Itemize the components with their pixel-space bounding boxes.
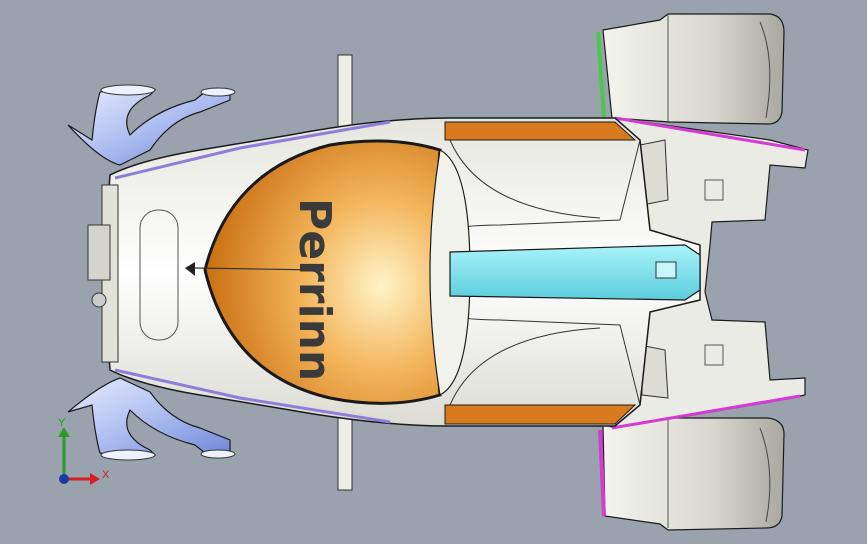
sidepod-lower[interactable]	[444, 404, 637, 425]
axis-triad: Y X	[58, 417, 110, 485]
model-logo: Perrinn	[289, 198, 340, 381]
fuel-tank[interactable]	[449, 244, 701, 301]
sidepod-upper[interactable]	[444, 121, 637, 141]
y-axis-label: Y	[58, 417, 66, 429]
x-arrowhead	[90, 473, 100, 485]
intake-duct-upper[interactable]	[67, 84, 236, 166]
intake-duct-lower[interactable]	[67, 377, 236, 461]
z-axis-dot	[59, 474, 69, 484]
rear-wing-upper[interactable]	[596, 13, 785, 125]
y-arrowhead	[58, 427, 70, 437]
rear-wing-lower[interactable]	[598, 417, 785, 531]
x-axis-label: X	[102, 469, 110, 481]
